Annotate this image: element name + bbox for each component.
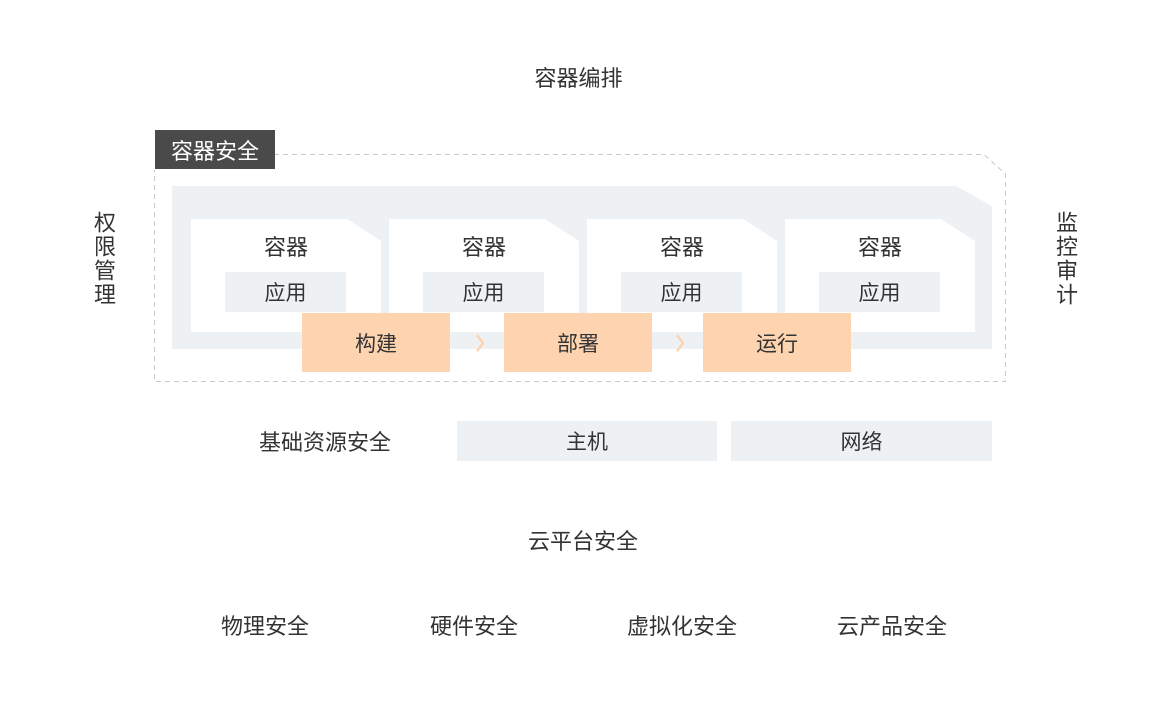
monitoring-audit-panel: 监控审计 xyxy=(1032,35,1096,483)
cloud-platform-security-box: 云平台安全 xyxy=(70,499,1096,581)
app-box: 应用 xyxy=(423,272,544,312)
run-step: 运行 xyxy=(703,313,851,372)
monitoring-audit-label: 监控审计 xyxy=(1052,211,1077,307)
container-card: 容器 应用 xyxy=(191,219,381,332)
container-security-tag: 容器安全 xyxy=(155,130,275,169)
infrastructure-security-label: 基础资源安全 xyxy=(258,431,391,456)
container-orchestration-label: 容器编排 xyxy=(534,66,623,92)
host-item: 主机 xyxy=(457,421,717,461)
permission-management-panel: 权限管理 xyxy=(70,35,134,483)
virtualization-security-label: 虚拟化安全 xyxy=(626,615,737,640)
cloud-platform-security-label: 云平台安全 xyxy=(527,530,638,555)
container-card: 容器 应用 xyxy=(389,219,579,332)
container-title: 容器 xyxy=(857,236,902,261)
physical-security-label: 物理安全 xyxy=(220,615,309,640)
cloud-product-security-label: 云产品安全 xyxy=(836,615,947,640)
build-step: 构建 xyxy=(302,313,450,372)
container-title: 容器 xyxy=(659,236,704,261)
container-orchestration-box: 容器编排 xyxy=(154,35,1003,118)
chevron-right-icon xyxy=(470,328,490,358)
app-box: 应用 xyxy=(621,272,742,312)
infrastructure-security-box: 基础资源安全 主机 网络 xyxy=(154,399,1003,483)
container-title: 容器 xyxy=(461,236,506,261)
container-card: 容器 应用 xyxy=(587,219,777,332)
container-title: 容器 xyxy=(263,236,308,261)
app-box: 应用 xyxy=(819,272,940,312)
container-security-label: 容器安全 xyxy=(170,139,259,165)
network-item: 网络 xyxy=(731,421,992,461)
hardware-security-label: 硬件安全 xyxy=(429,615,518,640)
deploy-step: 部署 xyxy=(504,313,652,372)
chevron-right-icon xyxy=(670,328,690,358)
permission-management-label: 权限管理 xyxy=(90,211,115,307)
app-box: 应用 xyxy=(225,272,346,312)
